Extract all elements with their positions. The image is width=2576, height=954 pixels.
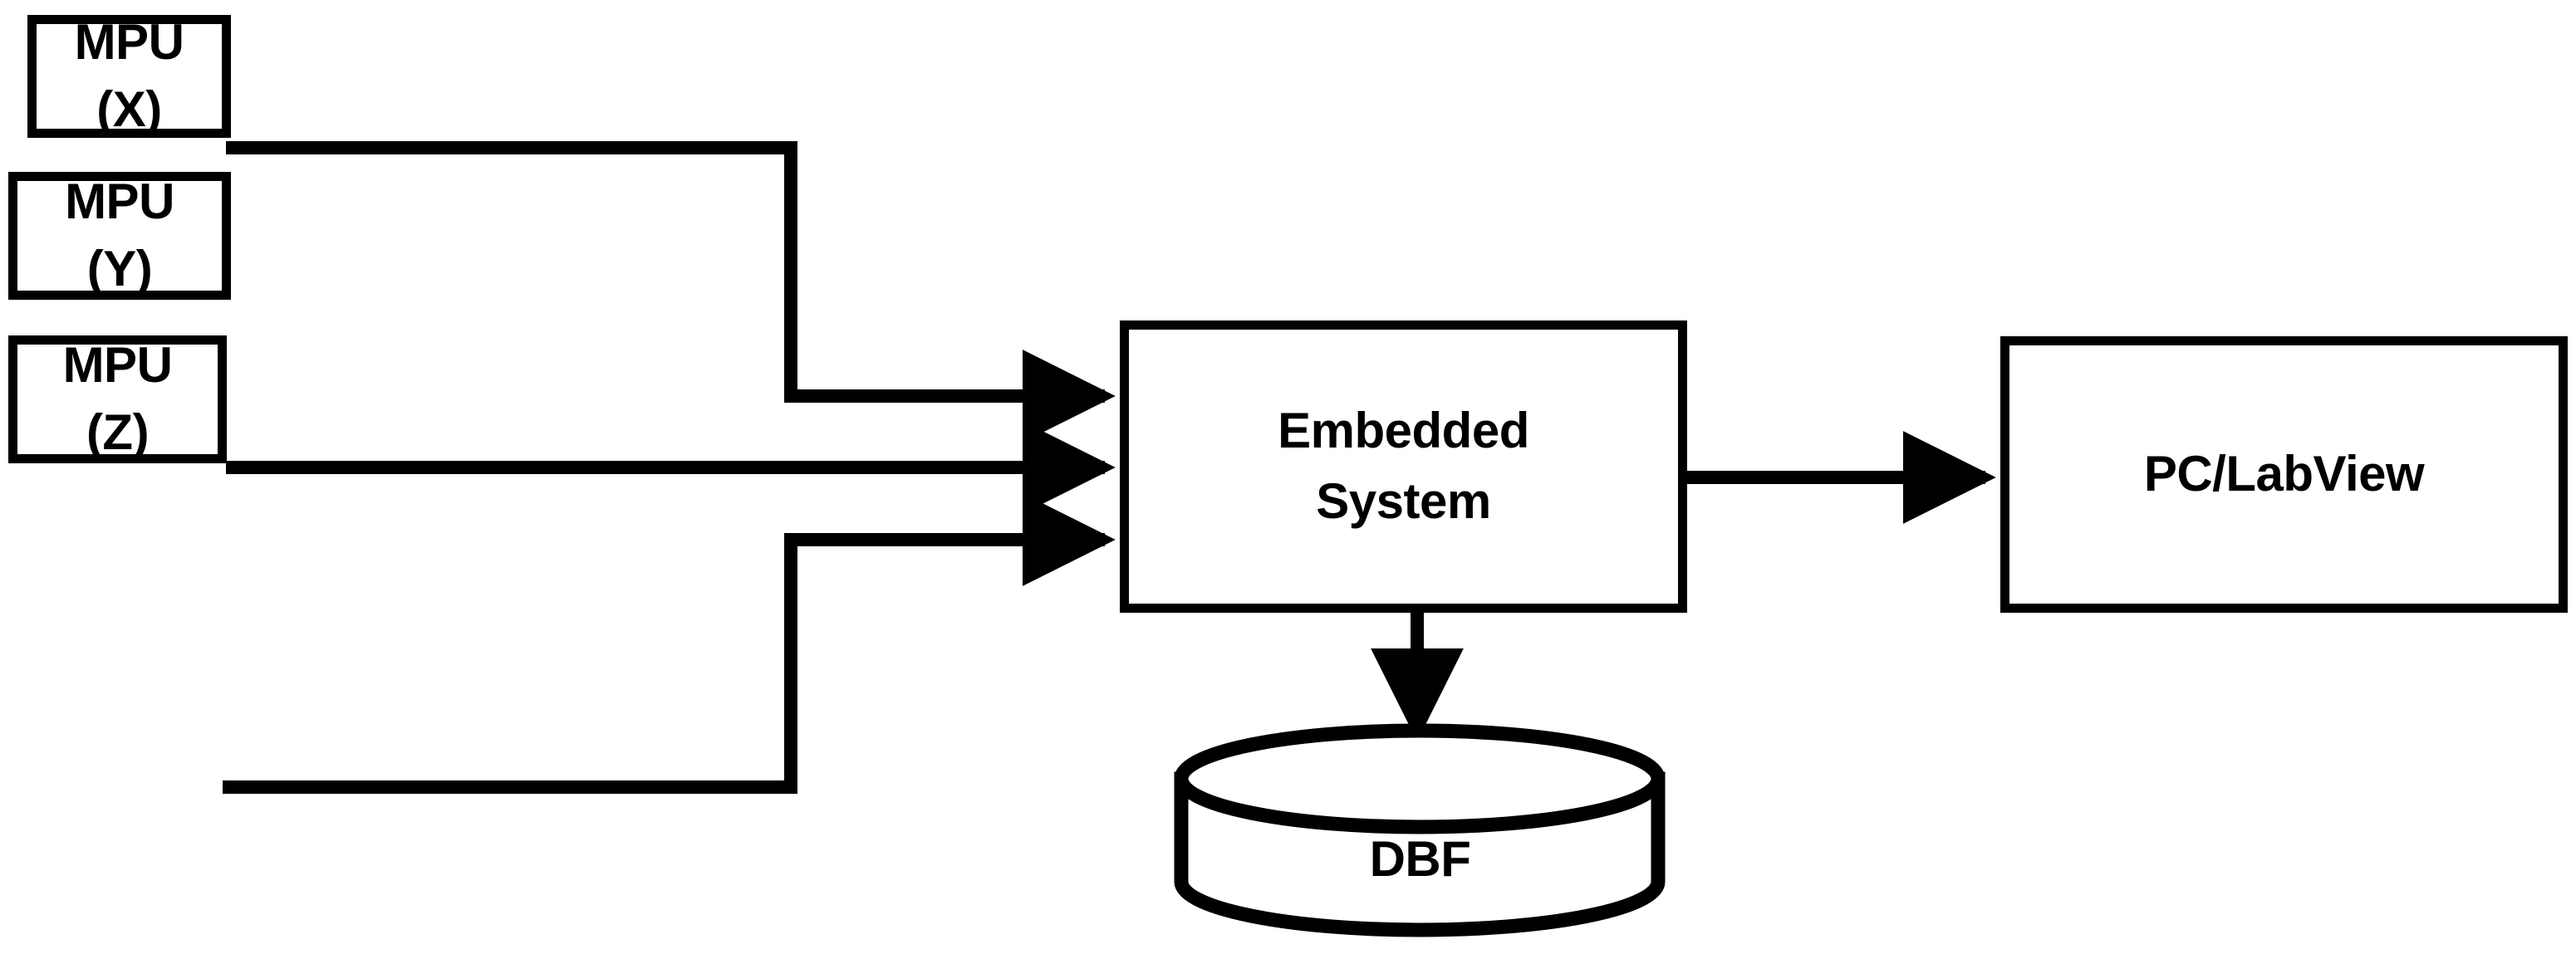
node-embedded-system-label-line1: Embedded [1278,403,1529,459]
node-pc-labview-label: PC/LabView [2143,446,2425,502]
node-mpu-x[interactable]: MPU (X) [27,15,231,138]
database-cylinder-shape [1174,723,1666,937]
connector-mpu-x-to-embedded [226,141,1116,443]
node-pc-labview[interactable]: PC/LabView [2000,336,2568,613]
node-mpu-z[interactable]: MPU (Z) [8,335,227,463]
node-embedded-system-label-line2: System [1316,473,1491,529]
node-mpu-z-label-line2: (Z) [86,404,150,460]
node-mpu-y-label-line2: (Y) [86,241,153,296]
node-mpu-x-label-line2: (X) [96,81,162,137]
connector-mpu-z-to-embedded [223,493,1116,794]
node-mpu-y-label-line1: MPU [65,174,174,230]
node-mpu-y[interactable]: MPU (Y) [8,172,231,300]
node-mpu-x-label-line1: MPU [74,14,184,71]
node-mpu-z-label-line1: MPU [62,337,173,394]
node-embedded-system[interactable]: Embedded System [1120,320,1687,613]
